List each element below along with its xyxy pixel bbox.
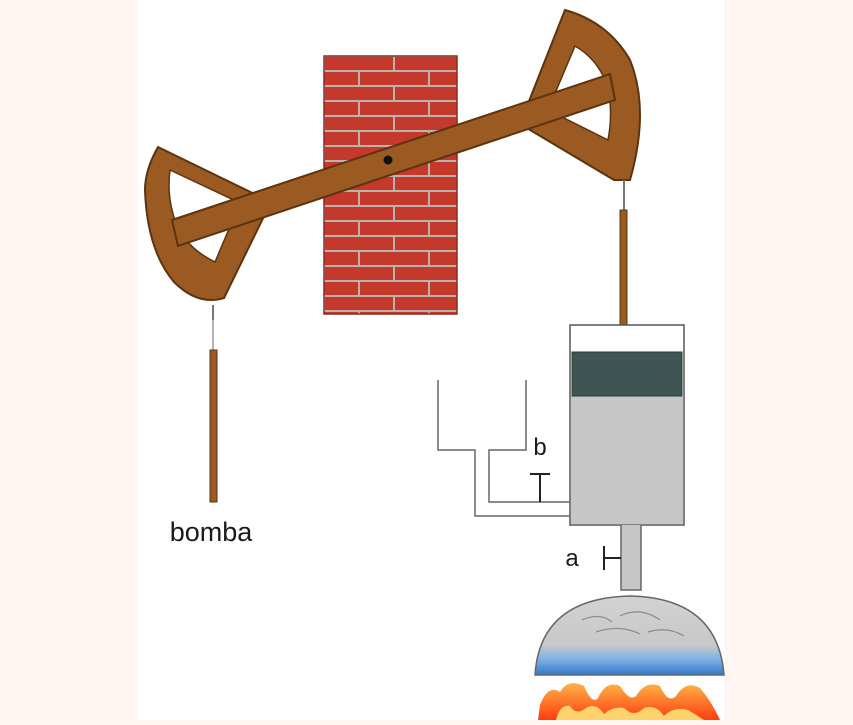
valve-a-label: a [565,545,579,572]
water-tank [437,380,570,517]
valve-b [530,473,550,502]
pump-label: bomba [170,517,254,547]
flame-icon [538,683,720,720]
rocking-beam [170,72,617,248]
valve-b-label: b [533,434,546,461]
steam-pipe [620,525,642,591]
boiler [534,595,725,676]
pump-rod [209,320,218,503]
piston [571,351,683,397]
valve-a [603,546,621,570]
pivot-dot-icon [383,155,393,165]
steam-cylinder [569,324,685,526]
